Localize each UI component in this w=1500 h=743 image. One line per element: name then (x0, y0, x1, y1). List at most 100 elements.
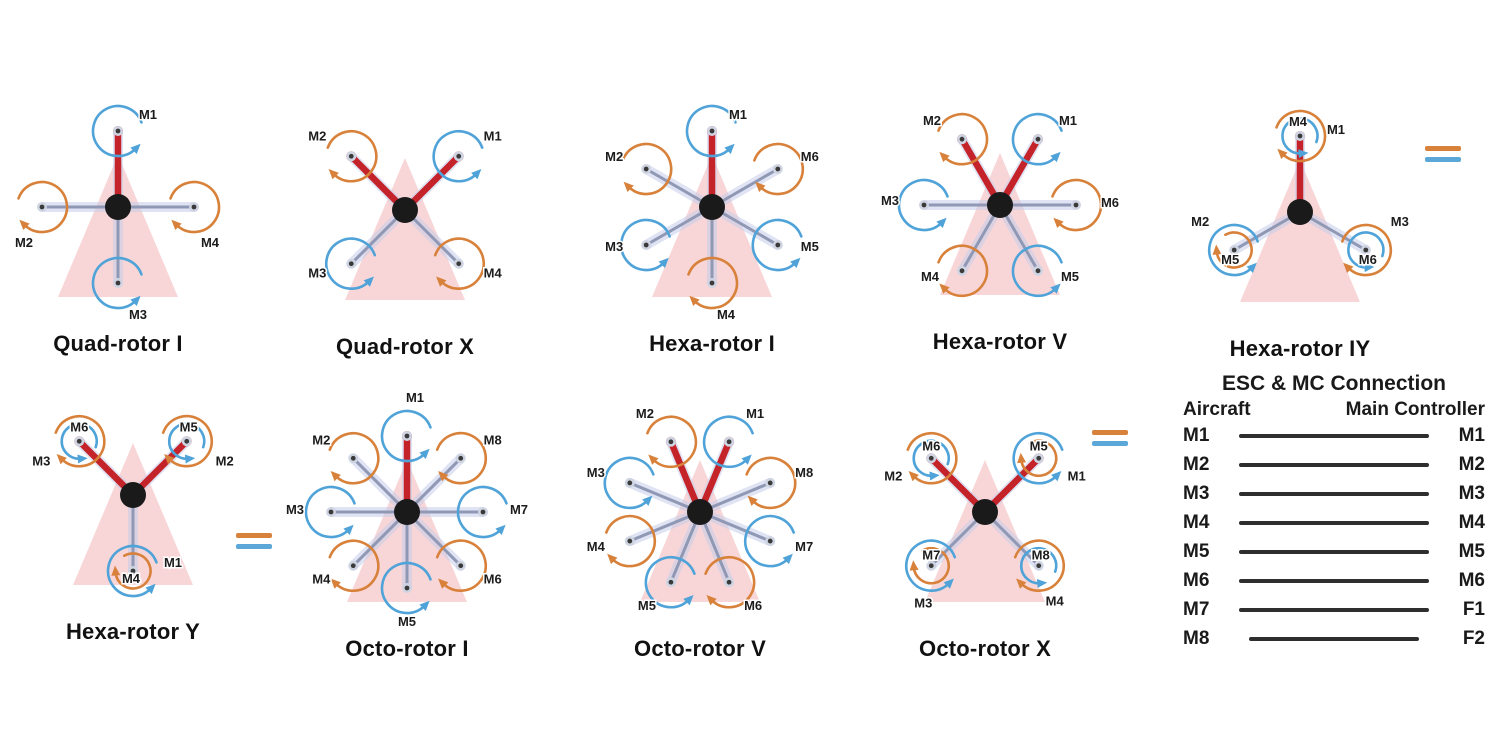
connection-row: M4 M4 (1183, 508, 1485, 537)
rotation-arrow-ccw (60, 422, 99, 464)
drone-caption: Quad-rotor X (335, 334, 475, 359)
connection-wire (1239, 433, 1429, 438)
connection-aircraft-label: M1 (1183, 424, 1210, 446)
motor-label: M5 (398, 614, 416, 629)
motor-dot (1363, 247, 1369, 253)
rotation-arrow-cw (433, 237, 486, 290)
hub (987, 192, 1013, 218)
motor-label: M4 (1046, 594, 1065, 609)
motor-dot (643, 242, 649, 248)
motor-label: M1 (746, 406, 764, 421)
motor-dot (1073, 202, 1079, 208)
connection-controller-label: F2 (1462, 627, 1485, 649)
motor-label: M2 (884, 468, 902, 483)
rotation-arrow-ccw (619, 218, 671, 272)
motor-dot (921, 202, 927, 208)
connection-controller-label: M4 (1458, 511, 1485, 533)
connection-aircraft-label: M2 (1183, 453, 1210, 475)
connection-aircraft-label: M8 (1183, 627, 1210, 649)
connection-aircraft-label: M4 (1183, 511, 1210, 533)
connection-col-aircraft: Aircraft (1183, 399, 1251, 420)
rotation-arrow-cw (161, 414, 214, 468)
rotation-arrow-ccw (1011, 112, 1063, 166)
esc-mc-connection-table: ESC & MC Connection Aircraft Main Contro… (1183, 372, 1485, 653)
connection-row: M5 M5 (1183, 537, 1485, 566)
motor-dot (709, 128, 715, 134)
connection-wire (1239, 607, 1429, 612)
drone-caption: Quad-rotor I (53, 331, 183, 356)
rotation-arrow-ccw (1347, 231, 1385, 273)
motor-label: M2 (312, 432, 330, 447)
front-direction-triangle (925, 460, 1045, 602)
motor-dot (76, 438, 82, 444)
motor-label: M5 (180, 419, 198, 434)
hub (105, 194, 131, 220)
rotation-arrow-ccw (380, 409, 432, 463)
motor-label: M1 (406, 390, 424, 405)
motor-label: M3 (587, 465, 605, 480)
rotation-arrow-cw (937, 244, 989, 298)
connection-controller-label: M5 (1458, 540, 1485, 562)
connection-aircraft-label: M5 (1183, 540, 1210, 562)
rotation-arrow-cw (435, 431, 488, 485)
motor-label: M4 (921, 269, 940, 284)
hub (392, 197, 418, 223)
motor-dot (767, 480, 773, 486)
hub (687, 499, 713, 525)
rotation-arrow-cw (937, 112, 989, 166)
rotation-arrow-cw (1275, 109, 1327, 163)
connection-controller-label: F1 (1462, 598, 1485, 620)
motor-label: M1 (729, 107, 747, 122)
motor-label: M1 (1327, 122, 1345, 137)
connection-row: M1 M1 (1183, 421, 1485, 450)
motor-label: M5 (801, 239, 819, 254)
rotation-arrow-cw (753, 142, 805, 196)
rotation-arrow-ccw (644, 555, 696, 609)
connection-wire (1239, 462, 1429, 467)
rotation-arrow-cw (328, 431, 380, 485)
motor-label: M4 (717, 307, 736, 322)
motor-dot (184, 438, 190, 444)
hub (1287, 199, 1313, 225)
motor-dot (39, 204, 45, 210)
rotation-arrow-cw (605, 514, 657, 568)
motor-dot (726, 439, 732, 445)
connection-row: M8 F2 (1183, 624, 1485, 653)
motor-dot (348, 261, 354, 267)
motor-dot (350, 563, 356, 569)
rotation-arrow-cw (54, 414, 106, 468)
rotation-arrow-ccw (380, 561, 432, 615)
rotation-arrow-cw (328, 539, 380, 593)
connection-controller-label: M1 (1458, 424, 1485, 446)
equals-top-bar (236, 533, 272, 538)
motor-label: M6 (922, 438, 940, 453)
motor-dot (130, 568, 136, 574)
motor-dot (1035, 268, 1041, 274)
equals-top-bar (1092, 430, 1128, 435)
drone-caption: Octo-rotor V (634, 636, 766, 661)
motor-label: M1 (1068, 468, 1086, 483)
motor-label: M2 (308, 128, 326, 143)
motor-label: M2 (605, 149, 623, 164)
motor-dot (456, 261, 462, 267)
front-direction-triangle (345, 158, 465, 300)
motor-dot (928, 563, 934, 569)
rotation-arrow-ccw (897, 178, 949, 232)
motor-dot (1036, 455, 1042, 461)
rotation-arrow-cw (1013, 539, 1066, 592)
connection-controller-label: M3 (1458, 482, 1485, 504)
equivalence-equals-sign (1092, 430, 1128, 446)
motor-label: M4 (587, 539, 606, 554)
rotation-arrow-cw (1017, 439, 1058, 477)
motor-label: M2 (1191, 214, 1209, 229)
motor-label: M8 (1032, 548, 1050, 563)
